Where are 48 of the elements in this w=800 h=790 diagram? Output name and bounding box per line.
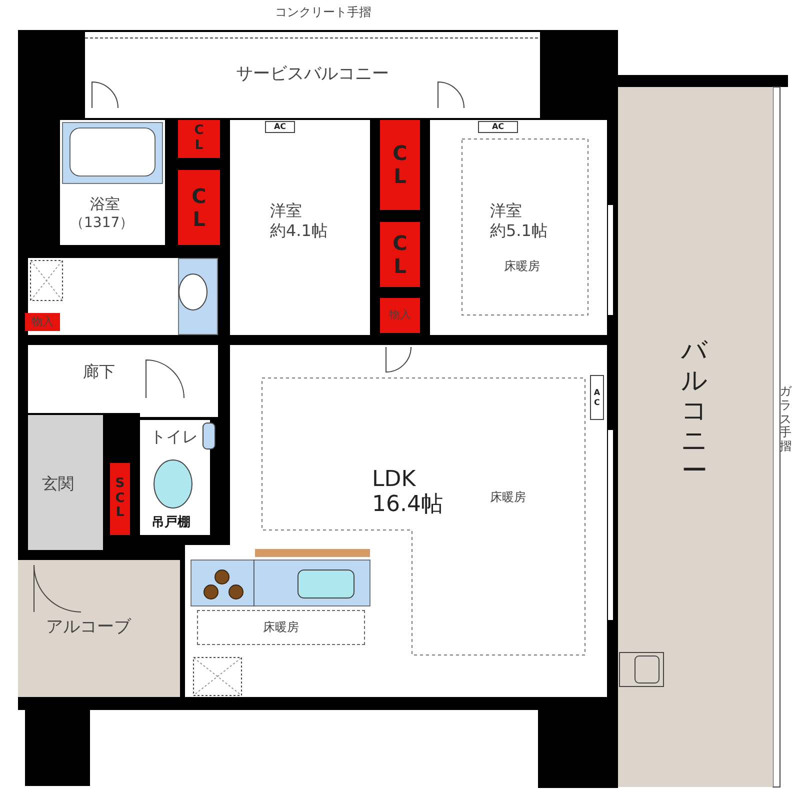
hallway — [28, 345, 218, 413]
alcove-area — [18, 560, 180, 697]
ac-label: AC — [492, 122, 504, 132]
closet-label: CL — [392, 142, 408, 188]
cabinet-label: 吊戸棚 — [152, 516, 190, 530]
closet — [380, 222, 420, 287]
room-size: 約4.1帖 — [270, 222, 328, 240]
entrance-area — [28, 415, 103, 550]
storage-label: 物入 — [389, 309, 411, 322]
balcony-area — [85, 32, 540, 118]
room — [230, 120, 370, 335]
closet-label: CL — [392, 232, 408, 278]
closet — [178, 170, 220, 245]
closet-label: CL — [193, 124, 205, 154]
floor-heating-label: 床暖房 — [263, 620, 299, 634]
ac-label: AC — [592, 388, 602, 407]
ac-label: AC — [274, 122, 286, 132]
ac-unit — [590, 375, 604, 420]
storage-label: 物入 — [32, 316, 54, 328]
ac-unit — [265, 121, 295, 133]
area-name: アルコーブ — [46, 618, 131, 638]
room-name: 洋室 — [490, 202, 522, 220]
area-name: サービスバルコニー — [236, 65, 389, 85]
balcony-area — [618, 87, 773, 787]
room-name: 浴室 — [90, 196, 120, 214]
room-name: トイレ — [150, 428, 198, 446]
closet — [178, 120, 220, 158]
shoe-closet — [110, 463, 130, 535]
room — [230, 345, 607, 697]
railing-note: コンクリート手摺 — [275, 6, 371, 20]
closet-label: CL — [190, 184, 208, 230]
floor-heating-label: 床暖房 — [504, 260, 540, 274]
ac-unit — [478, 121, 518, 133]
storage-closet — [25, 313, 60, 331]
area-name: バルコニー — [680, 337, 709, 486]
closet — [380, 120, 420, 210]
floor-heating-label: 床暖房 — [490, 491, 526, 505]
storage-closet — [380, 298, 420, 333]
closet-label: SCL — [114, 476, 126, 522]
model-number: （1317） — [70, 215, 134, 232]
floor-heating-zone — [197, 610, 365, 645]
room-name: 廊下 — [83, 363, 115, 382]
room-name: 洋室 — [270, 202, 302, 220]
railing-note: ガラス手摺 — [779, 385, 792, 454]
room-name: 玄関 — [42, 475, 74, 494]
room — [430, 120, 607, 335]
room-size: 約5.1帖 — [490, 222, 548, 240]
room-name: LDK 16.4帖 — [372, 467, 444, 518]
